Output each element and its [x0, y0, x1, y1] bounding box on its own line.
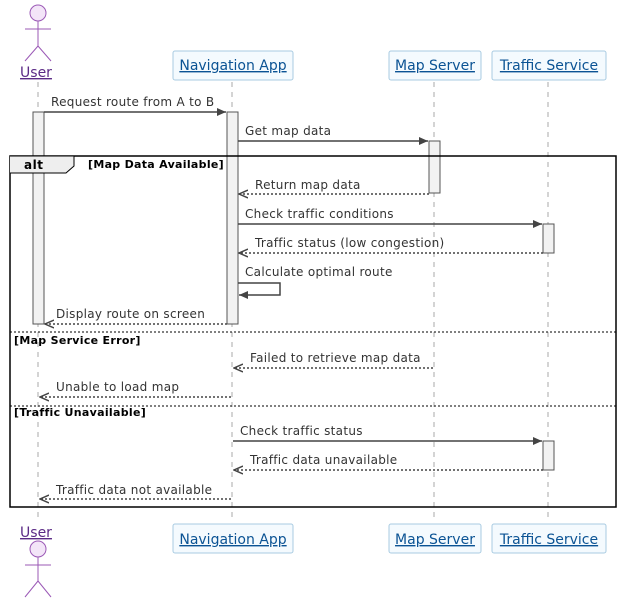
participant-map-server-top[interactable]: Map Server — [388, 50, 482, 81]
message-traffic-status-low: Traffic status (low congestion) — [239, 236, 543, 253]
message-get-map-data-label: Get map data — [245, 124, 331, 138]
activation-navigation-app — [226, 111, 239, 325]
actor-user-top[interactable]: User — [20, 4, 52, 81]
message-return-map-data-label: Return map data — [255, 178, 361, 192]
participant-map-server-bottom[interactable]: Map Server — [388, 523, 482, 554]
alt-guard-map-service-error: [Map Service Error] — [14, 334, 141, 347]
message-check-traffic-conditions-label: Check traffic conditions — [245, 207, 394, 221]
participant-traffic-service-label: Traffic Service — [499, 58, 598, 74]
message-traffic-data-not-available-label: Traffic data not available — [55, 483, 212, 497]
message-unable-load-map: Unable to load map — [40, 380, 231, 397]
actor-user-label: User — [20, 65, 52, 81]
message-check-traffic-status: Check traffic status — [233, 424, 542, 445]
message-unable-load-map-label: Unable to load map — [56, 380, 179, 394]
participant-navigation-app-label: Navigation App — [179, 58, 286, 74]
message-calculate-route-label: Calculate optimal route — [245, 265, 393, 279]
actor-user-bottom[interactable]: User — [20, 525, 52, 598]
message-failed-retrieve-label: Failed to retrieve map data — [250, 351, 421, 365]
activation-traffic-service-2 — [542, 440, 555, 471]
activation-traffic-service-1 — [542, 223, 555, 254]
message-traffic-data-unavailable: Traffic data unavailable — [234, 453, 543, 470]
alt-frame: alt [Map Data Available] [Map Service Er… — [9, 155, 617, 508]
actor-user-icon-bottom — [24, 540, 52, 598]
message-traffic-status-low-label: Traffic status (low congestion) — [254, 236, 445, 250]
participant-navigation-app-label-bottom: Navigation App — [179, 532, 286, 548]
message-display-route: Display route on screen — [45, 307, 227, 324]
message-traffic-data-unavailable-label: Traffic data unavailable — [249, 453, 397, 467]
participant-traffic-service-bottom[interactable]: Traffic Service — [491, 523, 607, 554]
participant-map-server-label-bottom: Map Server — [395, 532, 475, 548]
activation-user — [32, 111, 45, 325]
alt-keyword: alt — [24, 158, 43, 172]
message-request-route: Request route from A to B — [44, 95, 226, 116]
message-request-route-label: Request route from A to B — [51, 95, 214, 109]
participant-traffic-service-top[interactable]: Traffic Service — [491, 50, 607, 81]
message-failed-retrieve: Failed to retrieve map data — [234, 351, 433, 368]
activation-map-server — [428, 140, 441, 194]
message-return-map-data: Return map data — [239, 178, 429, 194]
message-display-route-label: Display route on screen — [56, 307, 205, 321]
message-calculate-route: Calculate optimal route — [238, 265, 393, 299]
message-check-traffic-conditions: Check traffic conditions — [238, 207, 542, 228]
alt-guard-map-data-available: [Map Data Available] — [88, 158, 224, 171]
participant-navigation-app-bottom[interactable]: Navigation App — [172, 523, 294, 554]
message-check-traffic-status-label: Check traffic status — [240, 424, 363, 438]
participant-map-server-label: Map Server — [395, 58, 475, 74]
alt-guard-traffic-unavailable: [Traffic Unavailable] — [14, 406, 146, 419]
participant-navigation-app-top[interactable]: Navigation App — [172, 50, 294, 81]
actor-user-icon — [24, 4, 52, 62]
actor-user-label-bottom: User — [20, 525, 52, 541]
message-get-map-data: Get map data — [238, 124, 428, 145]
participant-traffic-service-label-bottom: Traffic Service — [499, 532, 598, 548]
message-traffic-data-not-available: Traffic data not available — [40, 483, 231, 499]
